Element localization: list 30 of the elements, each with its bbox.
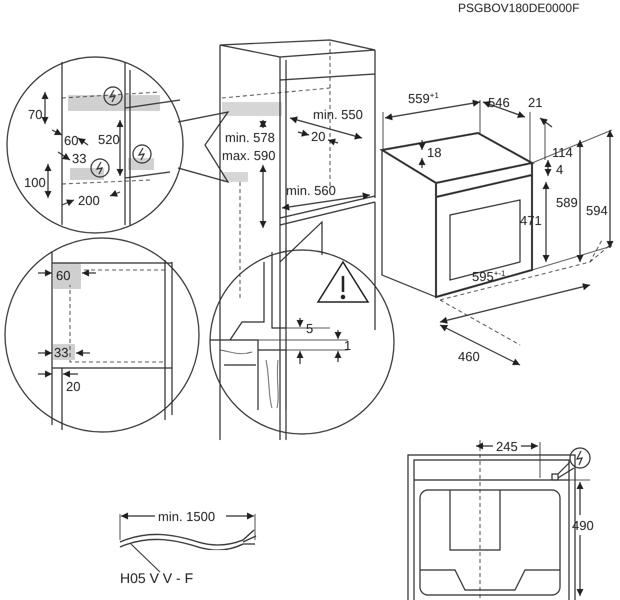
dimension-label: min. 578 — [225, 131, 275, 144]
dimension-label: 60 — [64, 134, 78, 147]
dimension-label: 200 — [78, 194, 100, 207]
dimension-label: 245 — [496, 440, 518, 453]
dimension-label: 20 — [66, 380, 80, 393]
cable-type-label: H05 V V - F — [120, 572, 194, 585]
dimension-label: 460 — [458, 350, 480, 363]
dimension-label: 4 — [556, 163, 564, 176]
cable-drawing — [118, 528, 258, 550]
leader-line — [130, 544, 160, 572]
dimension-label: 589 — [556, 196, 578, 209]
dimension-label: 595$^{+-1}$ — [472, 270, 506, 283]
dimension-label: 60 — [56, 269, 70, 282]
dimension-label: 20 — [311, 130, 326, 143]
dimension-label: min. 560 — [286, 184, 336, 197]
dimension-label: 520 — [98, 133, 120, 146]
dimension-label: 594 — [586, 204, 608, 217]
dimension-label: min. 1500 — [158, 510, 216, 523]
dimension-label: 559$^{+1}$ — [408, 92, 439, 105]
dimension-label: 18 — [427, 146, 442, 159]
drawing-code: PSGBOV180DE0000F — [458, 2, 580, 15]
dimension-label: 33 — [72, 152, 86, 165]
dimension-label: 33 — [54, 346, 68, 359]
dimension-label: 100 — [24, 176, 46, 189]
dimension-label: 21 — [528, 96, 542, 109]
dimension-label: 70 — [28, 108, 42, 121]
dimension-label: 546 — [488, 96, 510, 109]
dimension-label: max. 590 — [222, 149, 276, 162]
dimension-label: 1 — [344, 339, 352, 352]
dimension-label: min. 550 — [313, 108, 363, 121]
